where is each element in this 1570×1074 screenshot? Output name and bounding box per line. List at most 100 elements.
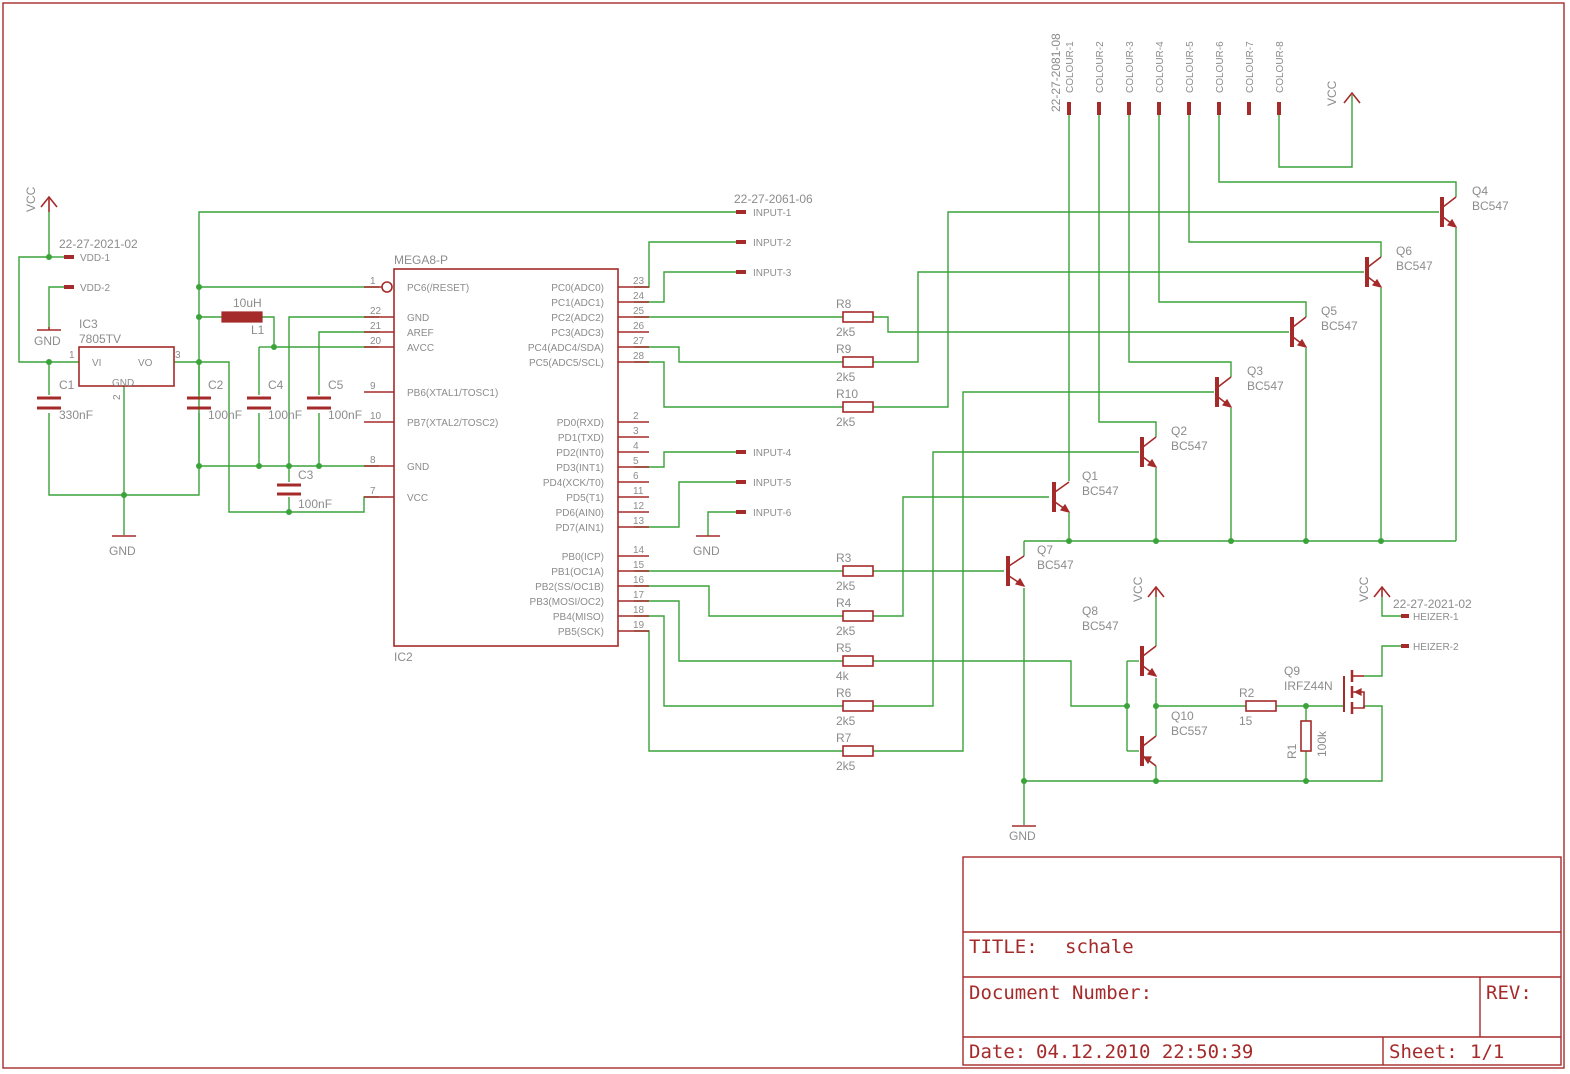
vcc-label: VCC <box>1131 576 1145 602</box>
resistor-name: R3 <box>836 551 852 565</box>
gnd-symbol-bottom: GND <box>1009 825 1036 843</box>
resistor-name: R10 <box>836 387 858 401</box>
mcu-pin-number: 12 <box>633 501 645 512</box>
mcu-pin-label: PB0(ICP) <box>562 552 604 563</box>
mcu-left-pins: PC6(/RESET)1GND22AREF21AVCC20PB6(XTAL1/T… <box>364 276 498 504</box>
transistor-value: BC547 <box>1171 439 1208 453</box>
inductor-name: L1 <box>251 323 265 337</box>
mcu-pin-number: 4 <box>633 441 639 452</box>
connector-header-vdd: 22-27-2021-02 <box>59 237 138 251</box>
sheet-value: 1/1 <box>1470 1041 1504 1063</box>
mcu-pin-label: PB1(OC1A) <box>551 567 604 578</box>
mcu-pin-label: PD0(RXD) <box>557 418 604 429</box>
transistor-name: Q8 <box>1082 604 1098 618</box>
regulator-value: 7805TV <box>79 332 121 346</box>
title-value: schale <box>1065 936 1134 958</box>
vcc-label: VCC <box>1357 576 1371 602</box>
mcu-pin-number: 13 <box>633 516 645 527</box>
mcu-pin-number: 6 <box>633 471 639 482</box>
mcu-ic2: MEGA8-P IC2 PC6(/RESET)1GND22AREF21AVCC2… <box>364 253 649 664</box>
capacitor-c5: C5 100nF <box>307 378 362 422</box>
capacitor-value: 100nF <box>268 408 302 422</box>
mcu-pin-number: 17 <box>633 590 645 601</box>
mcu-pin-number: 16 <box>633 575 645 586</box>
mcu-pin-number: 23 <box>633 276 645 287</box>
connector-vdd: 22-27-2021-02 VDD-1 VDD-2 <box>59 237 138 294</box>
pin-heizer-2: HEIZER-2 <box>1413 642 1459 653</box>
mosfet-q9: Q9 IRFZ44N <box>1284 664 1365 714</box>
mcu-pin-number: 15 <box>633 560 645 571</box>
regulator-pin1: 1 <box>69 350 75 361</box>
gnd-label: GND <box>34 334 61 348</box>
vcc-label: VCC <box>1325 80 1339 106</box>
mcu-pin-label: VCC <box>407 493 428 504</box>
mcu-pin-label: PD2(INT0) <box>556 448 604 459</box>
pin-heizer-1: HEIZER-1 <box>1413 612 1459 623</box>
mcu-pin-number: 24 <box>633 291 645 302</box>
gnd-label: GND <box>1009 829 1036 843</box>
transistor-value: BC547 <box>1082 619 1119 633</box>
inductor-l1: 10uH L1 <box>221 296 265 337</box>
connector-header-input: 22-27-2061-06 <box>734 192 813 206</box>
mcu-pin-label: GND <box>407 462 429 473</box>
mcu-pin-number: 18 <box>633 605 645 616</box>
pin-colour-6: COLOUR-6 <box>1215 41 1226 93</box>
mcu-pin-number: 3 <box>633 426 639 437</box>
mcu-pin-label: PB2(SS/OC1B) <box>535 582 604 593</box>
mcu-pin-number: 27 <box>633 336 645 347</box>
vcc-symbol-q8: VCC <box>1131 576 1165 602</box>
connector-colour: 22-27-2081-08 COLOUR-1 COLOUR-2 COLOUR-3… <box>1049 33 1286 115</box>
vcc-symbol-colour: VCC <box>1325 80 1361 106</box>
connector-header-colour: 22-27-2081-08 <box>1049 33 1063 112</box>
pin-input-4: INPUT-4 <box>753 448 792 459</box>
pin-colour-2: COLOUR-2 <box>1095 41 1106 93</box>
regulator-pin-gnd: GND <box>112 378 134 389</box>
capacitor-value: 100nF <box>208 408 242 422</box>
date-label: Date: <box>969 1041 1026 1063</box>
transistor-name: Q7 <box>1037 543 1053 557</box>
mcu-pin-label: PB6(XTAL1/TOSC1) <box>407 388 498 399</box>
colour-pins: COLOUR-1 COLOUR-2 COLOUR-3 COLOUR-4 COLO… <box>1065 41 1286 115</box>
regulator-pin2: 2 <box>112 394 123 400</box>
capacitor-name: C2 <box>208 378 224 392</box>
capacitor-c2: C2 100nF <box>187 378 242 422</box>
resistor-value: 2k5 <box>836 624 856 638</box>
pin-colour-4: COLOUR-4 <box>1155 41 1166 93</box>
mosfet-value: IRFZ44N <box>1284 679 1333 693</box>
revision-label: REV: <box>1486 982 1532 1004</box>
mcu-pin-number: 25 <box>633 306 645 317</box>
vcc-symbol-left: VCC <box>24 186 58 212</box>
resistor-value: 15 <box>1239 714 1253 728</box>
mcu-pin-number: 20 <box>370 336 382 347</box>
transistor-value: BC547 <box>1082 484 1119 498</box>
mcu-pin-label: PC3(ADC3) <box>551 328 604 339</box>
gnd-symbol-vdd: GND <box>34 327 61 348</box>
mcu-value: MEGA8-P <box>394 253 448 267</box>
mcu-pin-number: 7 <box>370 486 376 497</box>
transistor-name: Q5 <box>1321 304 1337 318</box>
title-block: TITLE: schale Document Number: REV: Date… <box>962 856 1562 1066</box>
resistor-value: 4k <box>836 669 850 683</box>
pin-input-2: INPUT-2 <box>753 238 792 249</box>
resistor-name: R8 <box>836 297 852 311</box>
resistor-name: R7 <box>836 731 852 745</box>
mcu-pin-label: PD6(AIN0) <box>556 508 604 519</box>
mcu-pin-number: 26 <box>633 321 645 332</box>
mcu-pin-number: 19 <box>633 620 645 631</box>
mcu-right-pins: PC0(ADC0)23PC1(ADC1)24PC2(ADC2)25PC3(ADC… <box>528 276 649 638</box>
mcu-pin-number: 9 <box>370 381 376 392</box>
transistor-name: Q6 <box>1396 244 1412 258</box>
capacitor-value: 330nF <box>59 408 93 422</box>
resistor-value: 2k5 <box>836 714 856 728</box>
